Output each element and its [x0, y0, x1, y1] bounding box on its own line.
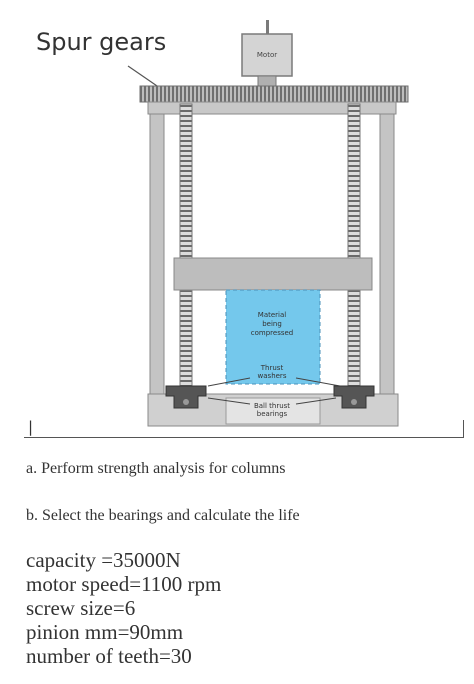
divider-line-end — [463, 420, 464, 438]
motor-mount — [257, 75, 277, 87]
crosshead — [173, 257, 373, 291]
thrust-label-line-1: Thrust — [260, 364, 284, 372]
motor-box — [241, 33, 293, 77]
material-label-line-2: being — [262, 320, 282, 328]
bearings-label-line-2: bearings — [257, 410, 288, 418]
right-screw — [347, 103, 361, 395]
top-plate — [147, 101, 397, 115]
spec-screw-size: screw size=6 — [26, 596, 136, 620]
question-a: a. Perform strength analysis for columns — [26, 460, 286, 477]
material-label-line-3: compressed — [251, 329, 293, 337]
material-block — [225, 289, 321, 385]
spec-teeth: number of teeth=30 — [26, 644, 192, 668]
text-cursor: | — [28, 418, 34, 436]
divider-line — [24, 437, 464, 438]
spec-motor-speed: motor speed=1100 rpm — [26, 572, 222, 596]
motor-shaft — [266, 20, 269, 34]
motor-label: Motor — [257, 51, 277, 59]
material-label-line-1: Material — [258, 311, 286, 319]
spec-capacity: capacity =35000N — [26, 548, 181, 572]
spur-gears-pointer — [127, 65, 161, 89]
thrust-pointer-right — [295, 377, 341, 387]
screw-press-diagram: Motor Material being compressed Thrust w… — [127, 20, 409, 427]
right-bearing — [333, 385, 375, 409]
left-screw — [179, 103, 193, 395]
press-figure: Motor Material being compressed Thrust w… — [127, 20, 409, 427]
thrust-pointer-left — [207, 377, 251, 387]
question-b: b. Select the bearings and calculate the… — [26, 507, 300, 524]
left-column — [149, 113, 165, 395]
right-bearing-ball — [351, 399, 357, 405]
spur-gears-label: Spur gears — [36, 28, 167, 56]
top-gear-rail — [139, 85, 409, 103]
spec-list: capacity =35000N motor speed=1100 rpm sc… — [26, 548, 221, 668]
bearings-label-line-1: Ball thrust — [254, 402, 290, 410]
bearings-pointer-left — [207, 397, 251, 405]
right-column — [379, 113, 395, 395]
thrust-label-line-2: washers — [258, 372, 287, 380]
left-bearing — [165, 385, 207, 409]
bearings-pointer-right — [295, 397, 337, 405]
spec-pinion: pinion mm=90mm — [26, 620, 184, 644]
left-bearing-ball — [183, 399, 189, 405]
